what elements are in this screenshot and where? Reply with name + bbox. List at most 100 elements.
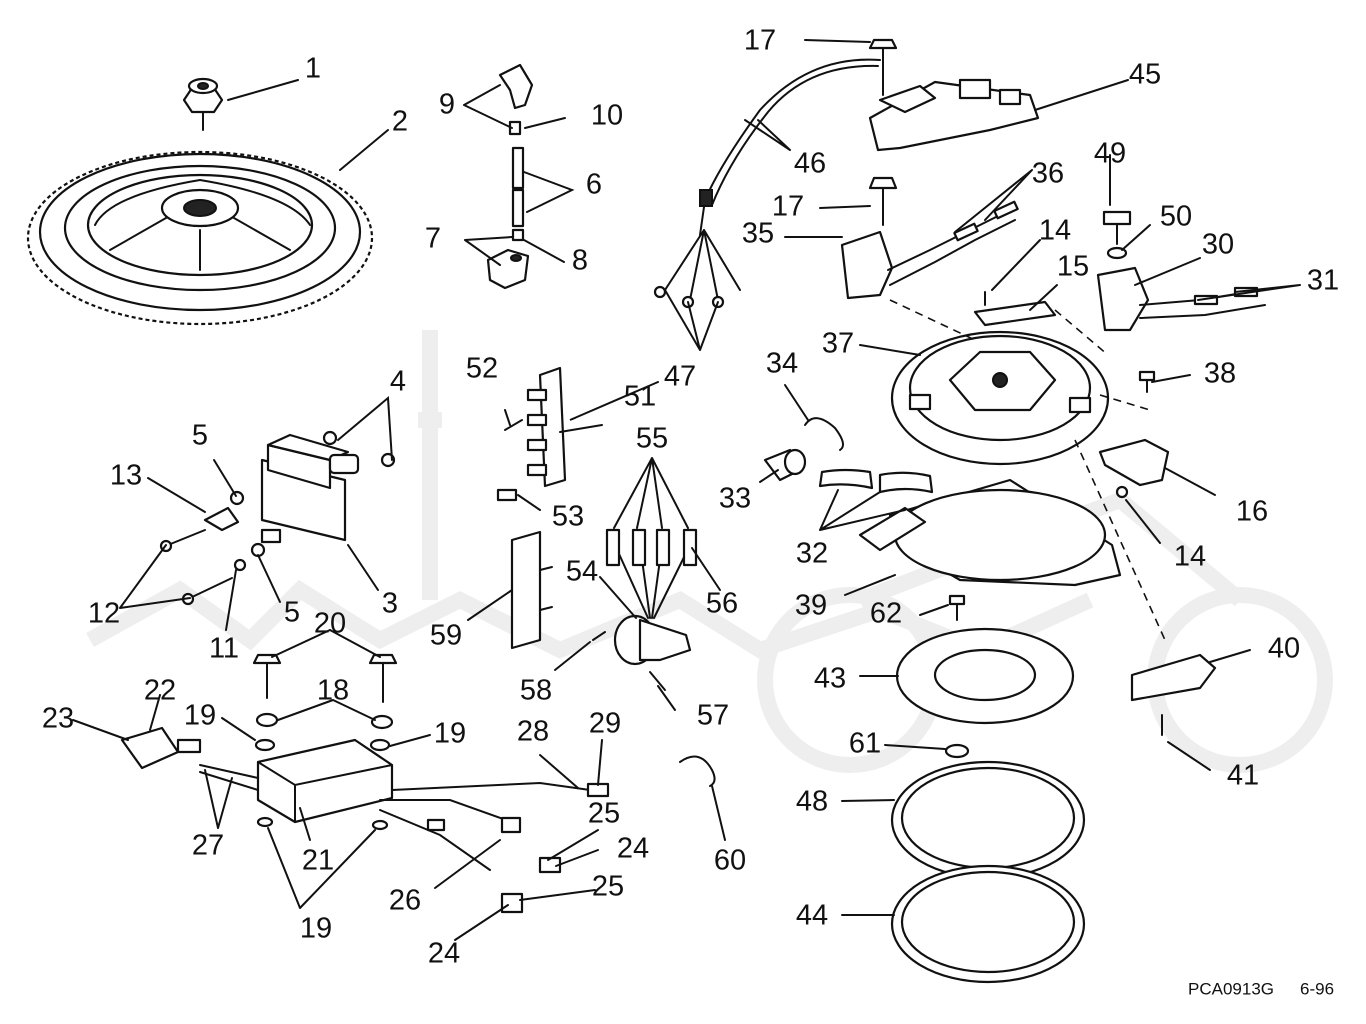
callout-21: 21: [302, 845, 334, 877]
callout-45: 45: [1129, 59, 1161, 91]
flywheel: [26, 150, 374, 326]
ring-44: [890, 864, 1086, 984]
callout-44: 44: [796, 900, 828, 932]
callout-24-upper: 24: [617, 833, 649, 865]
callout-15: 15: [1057, 251, 1089, 283]
screw-14-lower: [1115, 485, 1129, 499]
light-lead-plug: [763, 448, 807, 482]
washer-61: [944, 743, 970, 759]
spark-plug-boot-bottom: [486, 248, 530, 290]
washer-11: [233, 558, 247, 572]
callout-41: 41: [1227, 760, 1259, 792]
callout-24-lower: 24: [428, 938, 460, 970]
callout-17-lower: 17: [772, 191, 804, 223]
counterweight-40: [1130, 653, 1217, 702]
flywheel-nut: [182, 77, 224, 131]
power-pack-21: [256, 738, 394, 824]
washer-set: [229, 430, 396, 558]
screw-52: [504, 419, 523, 431]
callout-labels: 1 2 3 4 5 5 6 7 8 9 10 11 12 13 14 14 15…: [42, 25, 1339, 970]
stator-plate: [890, 330, 1110, 466]
power-pack-leads: [199, 764, 610, 914]
coil-clip: [203, 506, 240, 532]
callout-60: 60: [714, 845, 746, 877]
callout-6: 6: [586, 169, 602, 201]
callout-14-upper: 14: [1039, 215, 1071, 247]
screw-20: [252, 653, 398, 703]
callout-27: 27: [192, 830, 224, 862]
callout-5-lower: 5: [284, 597, 300, 629]
drawing-code: PCA0913G: [1188, 979, 1274, 998]
callout-43: 43: [814, 663, 846, 695]
callout-7: 7: [425, 223, 441, 255]
callout-61: 61: [849, 728, 881, 760]
ring-48: [890, 760, 1086, 880]
callout-13: 13: [110, 460, 142, 492]
clip-60: [679, 755, 716, 787]
callout-23: 23: [42, 703, 74, 735]
washers-18-19: [254, 712, 394, 831]
callout-12: 12: [88, 598, 120, 630]
callout-52: 52: [466, 353, 498, 385]
spark-plug-boot-top: [498, 63, 534, 136]
callout-46: 46: [794, 148, 826, 180]
callout-55: 55: [636, 423, 668, 455]
sleeve-32: [818, 468, 934, 494]
callout-59: 59: [430, 620, 462, 652]
callout-35: 35: [742, 218, 774, 250]
screw-57: [649, 671, 666, 691]
callout-62: 62: [870, 598, 902, 630]
leader-lines: [72, 39, 1301, 941]
callout-28: 28: [517, 716, 549, 748]
ignition-coil: [260, 433, 360, 544]
callout-32: 32: [796, 538, 828, 570]
callout-16: 16: [1236, 496, 1268, 528]
callout-40: 40: [1268, 633, 1300, 665]
callout-38: 38: [1204, 358, 1236, 390]
callout-8: 8: [572, 245, 588, 277]
sensor-harness: [653, 58, 881, 309]
callout-26: 26: [389, 885, 421, 917]
armature-plate-39: [858, 478, 1122, 587]
drawing-date: 6-96: [1300, 979, 1334, 998]
callout-48: 48: [796, 786, 828, 818]
callout-39: 39: [795, 590, 827, 622]
callout-22: 22: [144, 675, 176, 707]
callout-19-bottom: 19: [300, 913, 332, 945]
callout-9: 9: [439, 89, 455, 121]
lead-connector-22: [120, 726, 202, 770]
callout-57: 57: [697, 700, 729, 732]
callout-30: 30: [1202, 229, 1234, 261]
screw-38: [1138, 370, 1156, 393]
retainer-plate-43: [895, 627, 1075, 725]
retainer-bracket: [973, 291, 1057, 327]
callout-50: 50: [1160, 201, 1192, 233]
dashed-assembly-lines: [889, 299, 1166, 641]
screw-53: [496, 488, 518, 502]
callout-3: 3: [382, 588, 398, 620]
callout-37: 37: [822, 328, 854, 360]
terminal-strip-51: [526, 366, 567, 488]
callout-31: 31: [1307, 265, 1339, 297]
callout-14-lower: 14: [1174, 541, 1206, 573]
callout-11: 11: [209, 633, 239, 665]
callout-29: 29: [589, 708, 621, 740]
cover-16: [1098, 438, 1170, 487]
retaining-clip-34: [804, 417, 845, 451]
callout-1: 1: [305, 53, 321, 85]
callout-51: 51: [624, 381, 656, 413]
callout-17-upper: 17: [744, 25, 776, 57]
callout-19-right: 19: [434, 718, 466, 750]
callout-19-left: 19: [184, 700, 216, 732]
callout-36: 36: [1032, 158, 1064, 190]
callout-18: 18: [317, 675, 349, 707]
callout-5-upper: 5: [192, 420, 208, 452]
screw-62: [948, 594, 966, 621]
callout-20: 20: [314, 608, 346, 640]
callout-25-lower: 25: [592, 871, 624, 903]
callout-56: 56: [706, 588, 738, 620]
charge-coil: [840, 200, 1019, 300]
high-tension-lead: [511, 146, 525, 242]
callout-47: 47: [664, 361, 696, 393]
